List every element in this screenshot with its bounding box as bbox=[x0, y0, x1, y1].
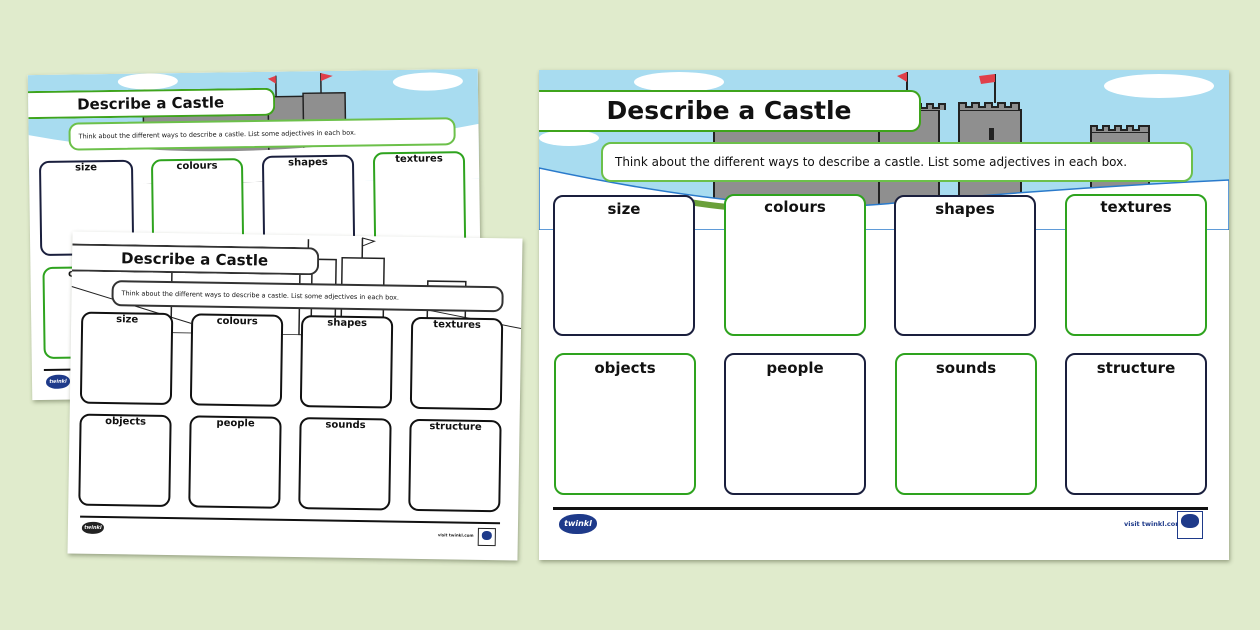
worksheet-preview-bw: Describe a Castle Think about the differ… bbox=[67, 231, 523, 561]
worksheet-title: Describe a Castle bbox=[539, 90, 921, 132]
worksheet-instruction: Think about the different ways to descri… bbox=[601, 142, 1193, 182]
quality-badge-icon bbox=[477, 527, 496, 547]
box-colours: colours bbox=[724, 194, 866, 336]
box-structure: structure bbox=[1065, 353, 1207, 495]
visit-twinkl-link[interactable]: visit twinkl.com bbox=[1124, 520, 1183, 528]
box-colours: colours bbox=[189, 313, 284, 407]
box-sounds: sounds bbox=[298, 417, 392, 511]
box-structure: structure bbox=[408, 418, 502, 513]
worksheet-title: Describe a Castle bbox=[27, 87, 276, 120]
box-objects: objects bbox=[78, 413, 172, 508]
quality-badge-icon bbox=[1177, 511, 1203, 539]
box-shapes: shapes bbox=[894, 195, 1036, 336]
worksheet-instruction: Think about the different ways to descri… bbox=[68, 117, 456, 151]
footer-divider bbox=[80, 515, 501, 525]
box-textures: textures bbox=[1065, 194, 1207, 336]
footer-divider bbox=[553, 507, 1208, 510]
box-people: people bbox=[188, 415, 282, 509]
worksheet-title: Describe a Castle bbox=[71, 243, 320, 276]
box-size: size bbox=[553, 195, 695, 336]
visit-twinkl-link[interactable]: visit twinkl.com bbox=[437, 532, 474, 538]
box-size: size bbox=[79, 311, 174, 406]
twinkl-logo: twinkl bbox=[81, 521, 104, 535]
box-textures: textures bbox=[409, 316, 504, 411]
box-shapes: shapes bbox=[299, 315, 394, 409]
twinkl-logo: twinkl bbox=[45, 374, 71, 389]
twinkl-logo: twinkl bbox=[559, 514, 597, 534]
worksheet-preview-colour-small: Describe a Castle Think about the differ… bbox=[27, 68, 483, 401]
box-objects: objects bbox=[554, 353, 696, 495]
worksheet-main: Describe a Castle Think about the differ… bbox=[539, 70, 1229, 560]
box-people: people bbox=[724, 353, 866, 495]
box-sounds: sounds bbox=[895, 353, 1037, 495]
